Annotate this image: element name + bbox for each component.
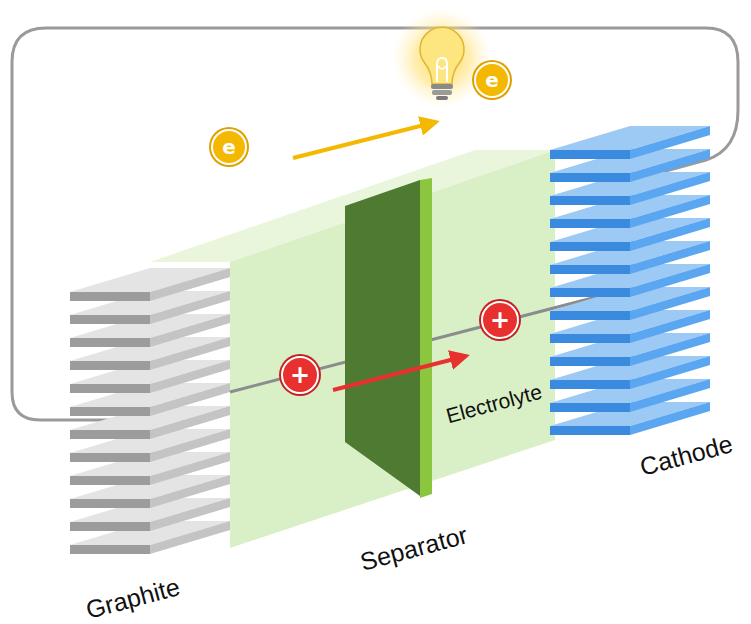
node-text: e [485,70,499,90]
electron-circle: e [211,129,247,165]
layer-front [70,384,150,393]
layer-front [70,407,150,416]
node-text: e [222,137,236,157]
layer-front [550,242,630,251]
layer-front [550,357,630,366]
layer-front [550,403,630,412]
node-text: + [490,308,510,332]
layer-front [70,522,150,531]
electron-circle: e [474,62,510,98]
layer-front [550,219,630,228]
cathode-stack [550,126,710,435]
layer-front [70,315,150,324]
layer-front [70,453,150,462]
layer-front [550,426,630,435]
part-label: Separator [357,520,471,576]
graphite-anode [70,268,230,554]
layer-front [70,292,150,301]
ion-circle: + [481,301,519,339]
layer-front [70,338,150,347]
ion-circle: + [281,356,319,394]
node-text: + [290,363,310,387]
layer-front [70,361,150,370]
layer-front [70,499,150,508]
light-bulb [392,8,492,108]
layer-front [550,150,630,159]
layer-front [70,545,150,554]
electrolyte-body [230,150,555,548]
layer-front [70,476,150,485]
layer-front [70,430,150,439]
layer-front [550,380,630,389]
part-label: Graphite [83,572,183,624]
layer-front [550,265,630,274]
layer-front [550,334,630,343]
layer-side [630,126,710,159]
layer-front [550,311,630,320]
layer-side [150,268,230,301]
part-label: Cathode [637,429,736,481]
separator-edge [420,178,432,498]
ion-arrow [333,356,466,390]
layer-front [550,196,630,205]
electron-arrow [293,122,436,158]
layer-front [550,288,630,297]
separator-face [345,180,420,496]
electrolyte-label: Electrolyte [444,380,545,429]
layer-front [550,173,630,182]
